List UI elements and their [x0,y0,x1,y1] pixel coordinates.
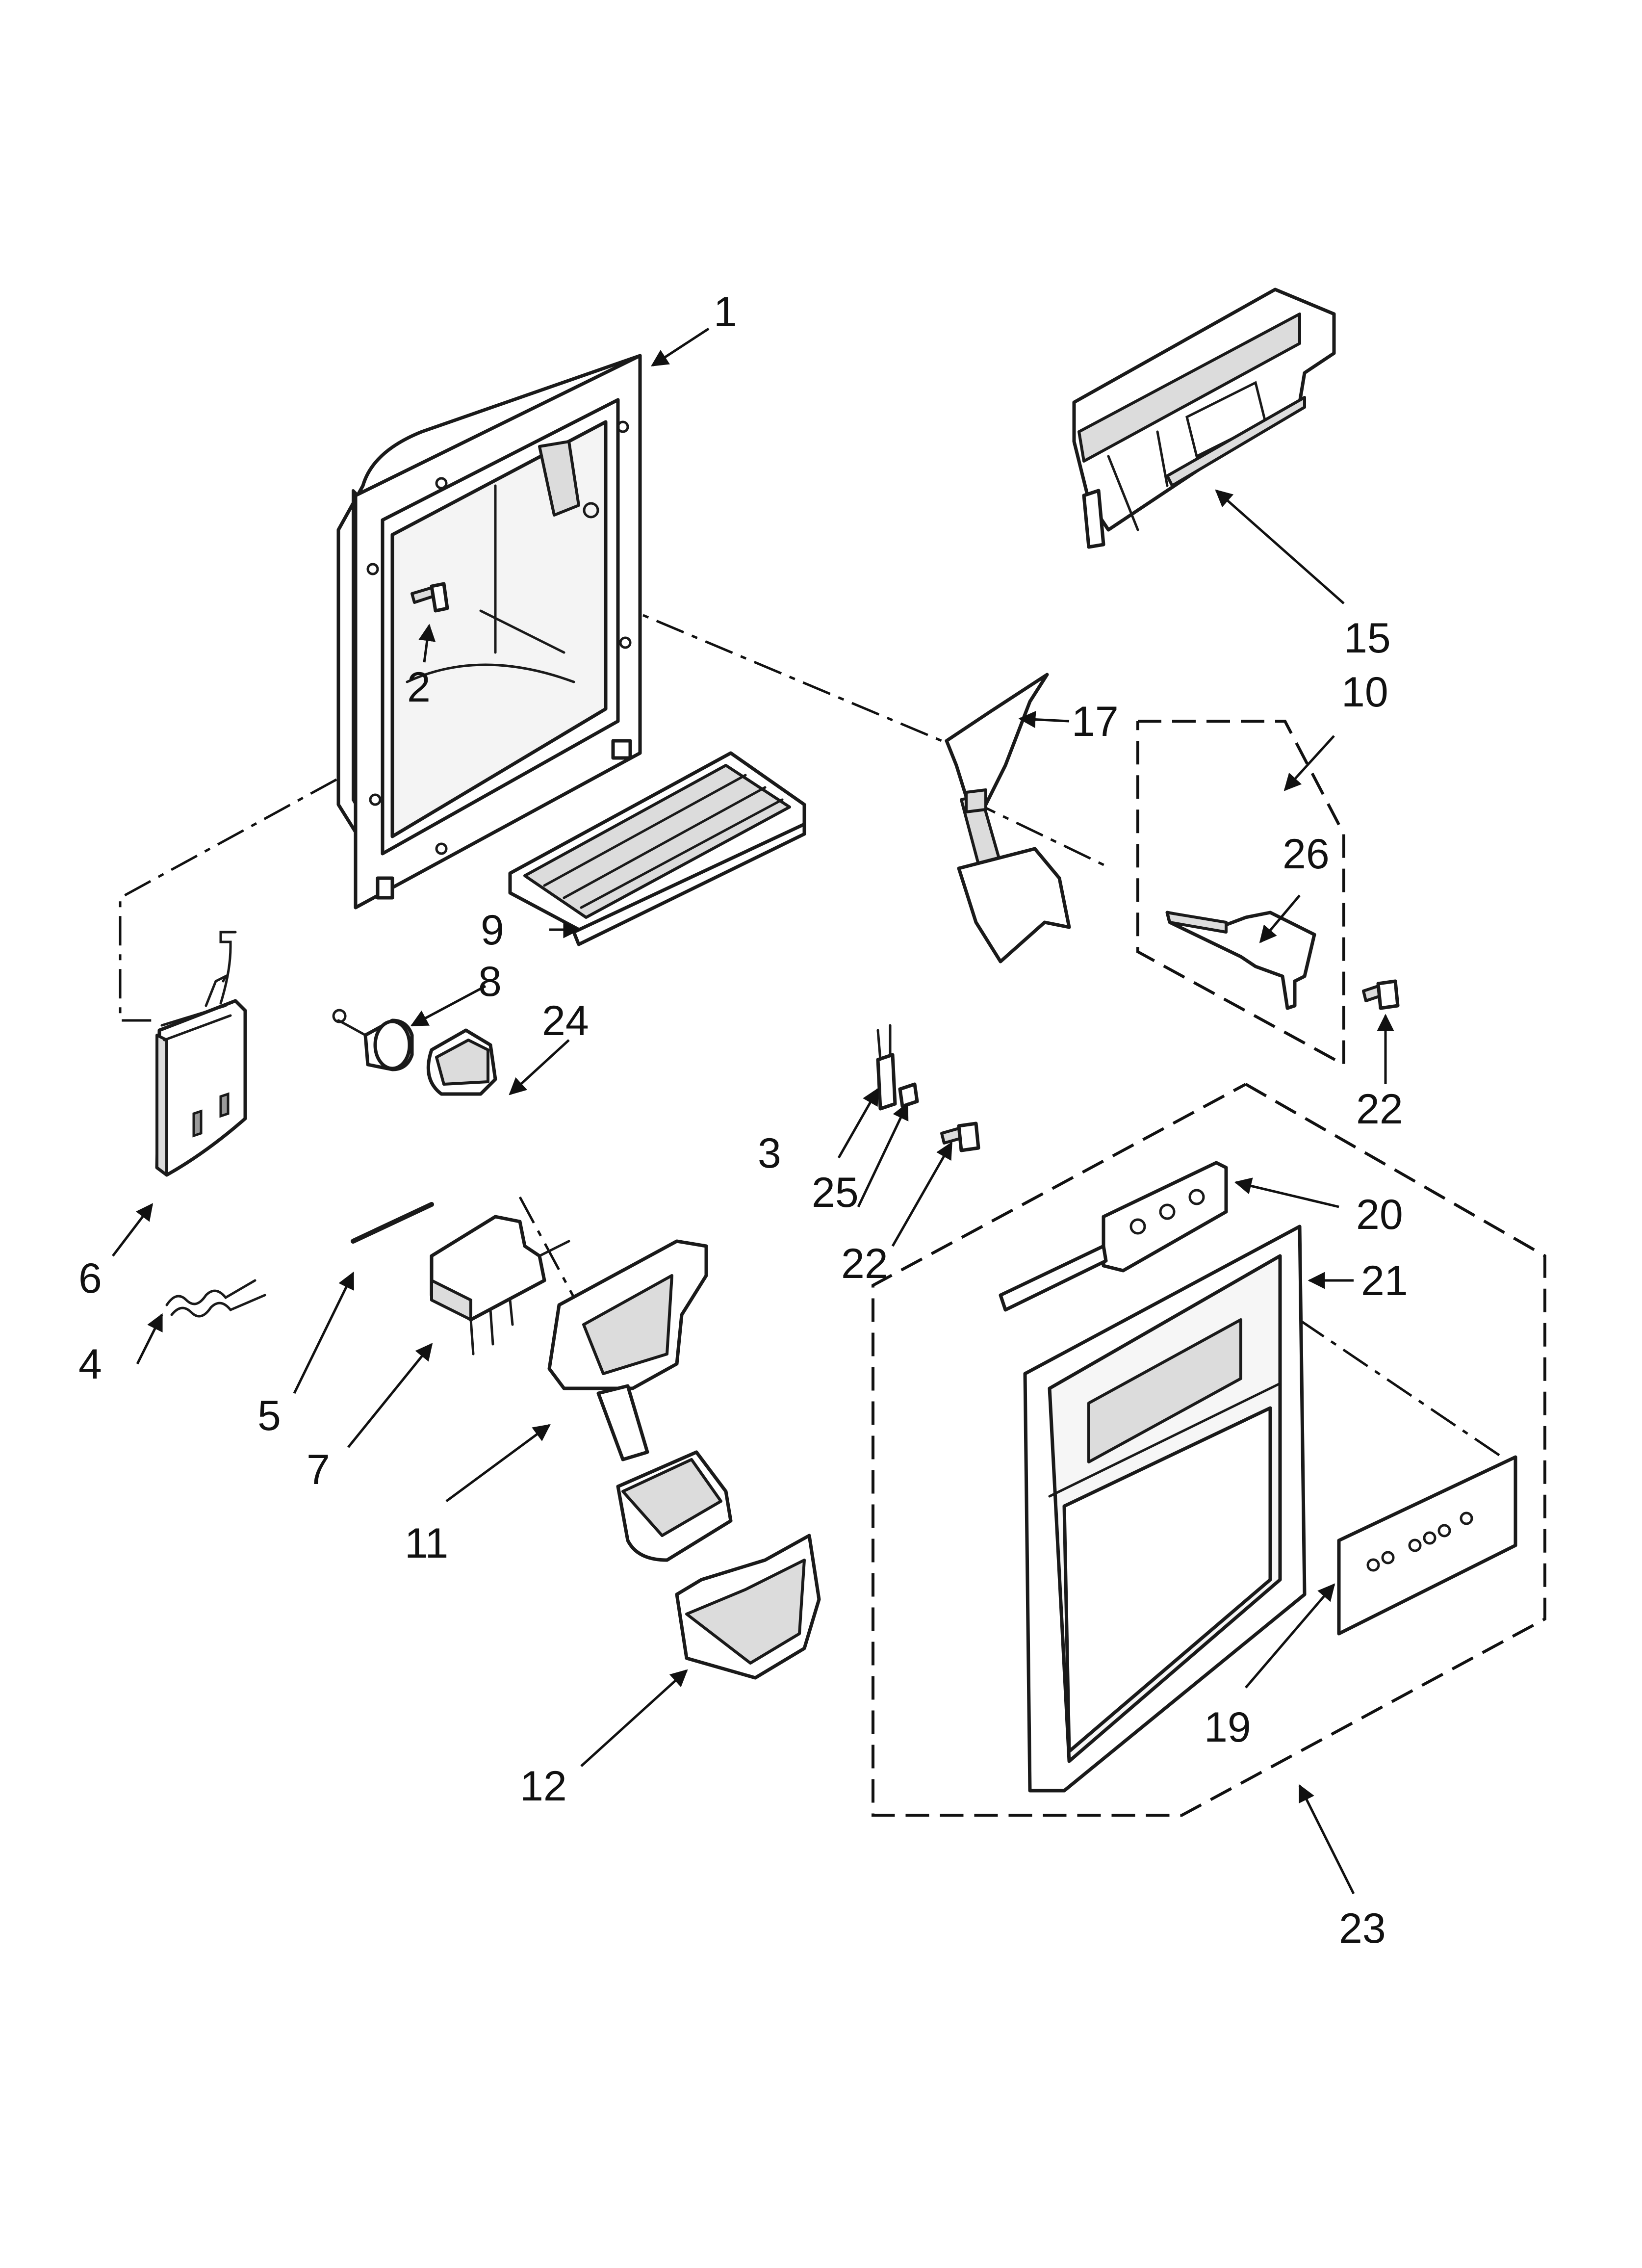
part-25-clip [898,1082,919,1108]
callout-5: 5 [257,1392,281,1439]
part-11-chute-arm [547,1239,733,1562]
assembly-10-boundary [1136,720,1345,1068]
callout-7: 7 [307,1446,330,1493]
part-6-control-module [155,931,247,1177]
part-5-pin [351,1202,434,1244]
part-21-front-frame [1023,1225,1307,1793]
callout-21: 21 [1361,1257,1408,1304]
part-1-dispenser-housing [336,354,642,910]
part-17-ice-door [945,673,1071,964]
part-8-motor [332,1009,414,1071]
callout-25: 25 [812,1169,859,1216]
callout-6: 6 [78,1255,102,1302]
callout-9: 9 [481,907,504,954]
callout-12: 12 [520,1763,567,1810]
callout-15: 15 [1344,615,1391,662]
part-3-switch [876,1024,897,1111]
part-26-lever [1165,911,1316,1010]
assembly-23-boundary [872,1083,1546,1817]
leader-lines [112,327,1394,1895]
callout-11: 11 [405,1520,448,1567]
callout-2: 2 [407,664,431,711]
part-12-chute-cup [675,1534,821,1680]
callout-labels: 1 2 3 4 5 6 7 8 9 10 11 12 15 17 19 20 2… [78,288,1408,1952]
callout-26: 26 [1283,831,1330,878]
part-15-bracket [1072,287,1336,549]
part-19-control-panel [1337,1455,1517,1636]
callout-24: 24 [542,997,589,1044]
part-2-screw [410,582,449,613]
part-22-screw-middle [940,1121,980,1152]
callout-22-middle: 22 [841,1240,888,1287]
callout-8: 8 [478,958,502,1005]
callout-17: 17 [1072,698,1119,745]
callout-22-right: 22 [1356,1086,1403,1133]
part-22-screw-right [1362,979,1400,1010]
callout-1: 1 [714,288,737,336]
callout-4: 4 [78,1341,102,1388]
part-20-control-plate [999,1161,1228,1312]
part-4-spring [165,1279,266,1318]
part-9-drip-tray [508,751,806,946]
part-24-cover [426,1028,497,1096]
callout-10: 10 [1341,669,1388,716]
callout-23: 23 [1339,1905,1386,1952]
callout-19: 19 [1204,1704,1251,1751]
callout-20: 20 [1356,1191,1403,1238]
part-7-actuator [430,1215,570,1356]
callout-3: 3 [758,1130,781,1177]
